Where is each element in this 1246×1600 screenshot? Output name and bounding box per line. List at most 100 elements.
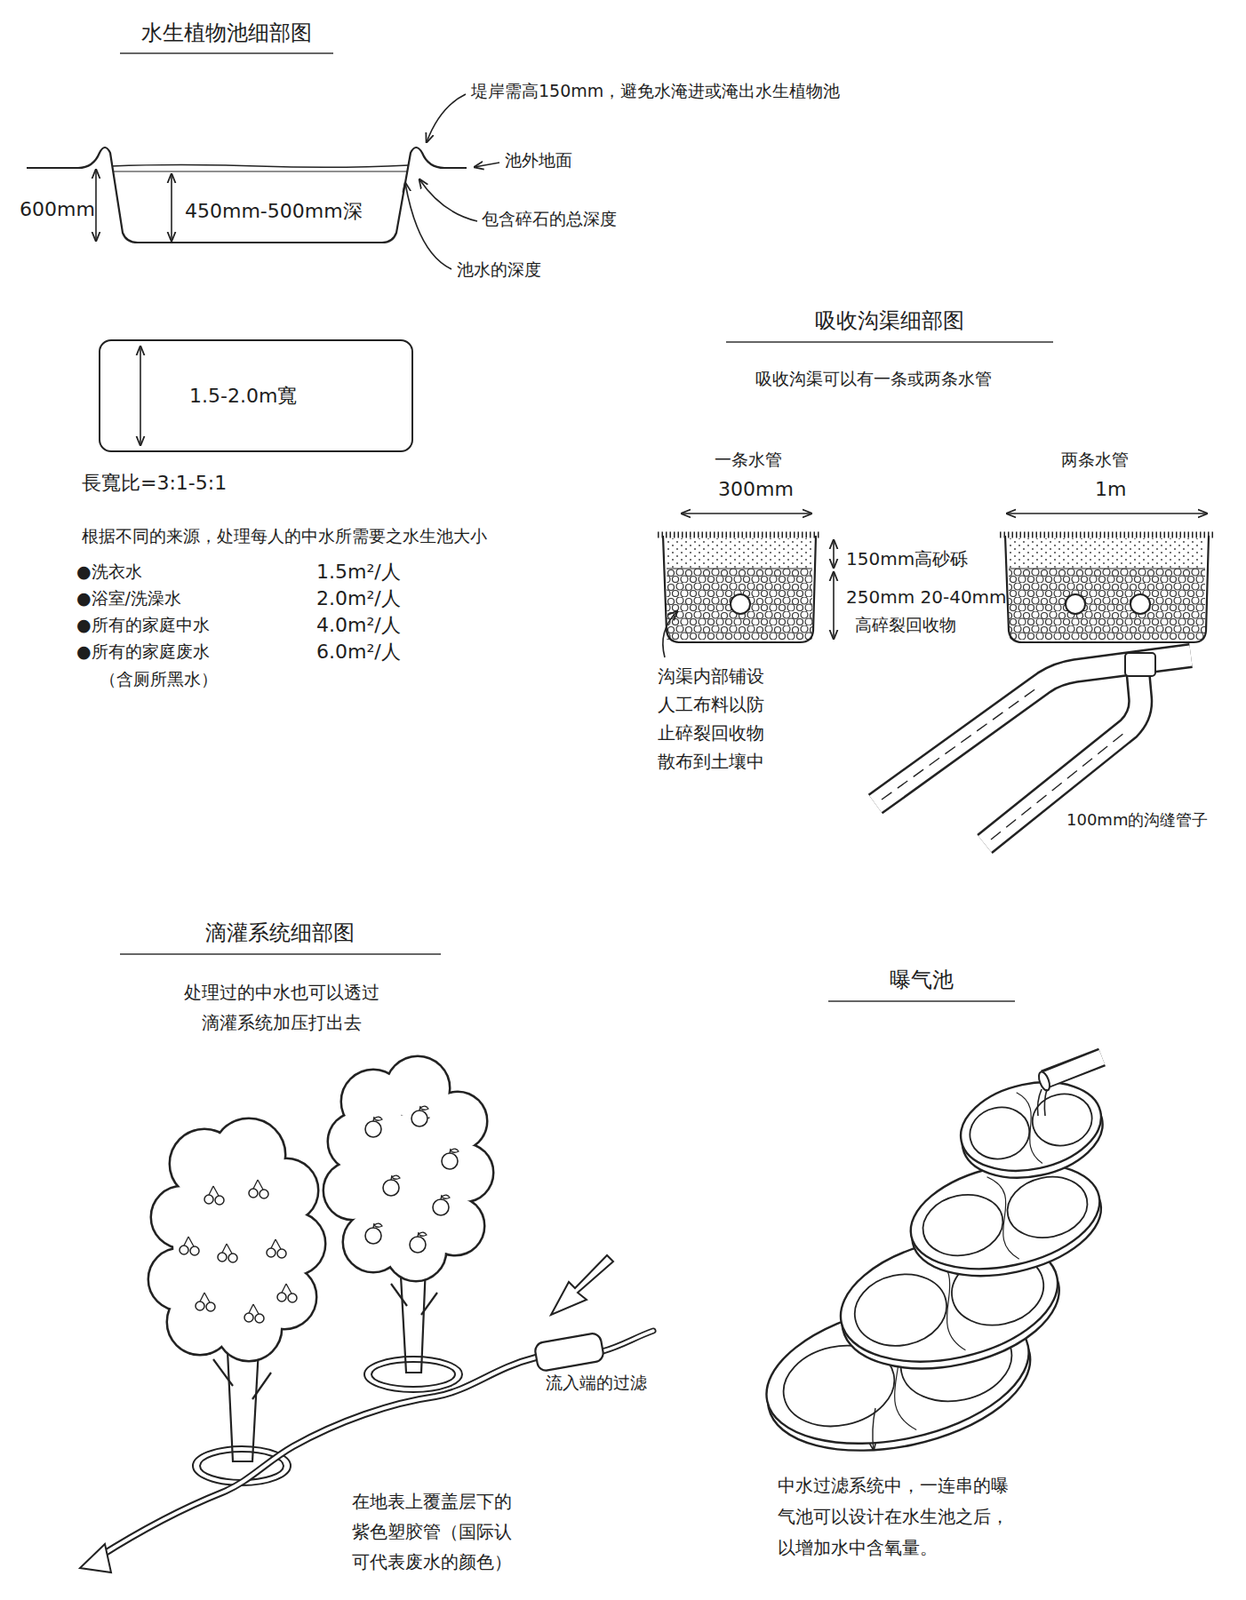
trench-section xyxy=(1008,568,1206,640)
drip-tube xyxy=(79,1544,112,1574)
table-heading: 根据不同的来源，处理每人的中水所需要之水生池大小 xyxy=(81,526,488,548)
fruit xyxy=(248,1189,258,1199)
table-cell: 2.0m²/人 xyxy=(316,586,401,612)
section-heading: 水生植物池细部图 xyxy=(141,19,312,47)
note-text: 处理过的中水也可以透过 滴灌系统加压打出去 xyxy=(181,977,383,1039)
tree-ring xyxy=(364,1357,463,1393)
fruit xyxy=(373,1117,383,1122)
dimension-arrow xyxy=(681,513,1207,639)
aeration-pond xyxy=(987,1174,1020,1262)
fruit xyxy=(277,1293,287,1302)
dimension-arrow xyxy=(139,346,142,446)
aeration-pond xyxy=(1001,1170,1094,1246)
aeration-pond xyxy=(952,1070,1110,1183)
pond-section xyxy=(111,165,409,168)
trench-section xyxy=(666,538,813,569)
fruit xyxy=(411,1110,428,1127)
fruit xyxy=(259,1190,269,1199)
dimension-arrow xyxy=(1006,512,1207,515)
box-text: 1.5-2.0m寬 xyxy=(189,383,297,410)
table-cell: （含厕所黑水） xyxy=(99,669,218,691)
inlet-pipe xyxy=(1044,1057,1103,1080)
dimension-arrow xyxy=(170,174,173,241)
dimension-arrow xyxy=(139,346,142,446)
table-cell: ●浴室/洗澡水 xyxy=(76,588,182,610)
fruit xyxy=(441,1153,458,1170)
leader-line xyxy=(426,94,466,143)
fruit xyxy=(266,1248,276,1258)
trench-section xyxy=(1005,535,1209,643)
trench-section xyxy=(999,532,1215,539)
dimension-arrow xyxy=(832,572,835,639)
dimension-arrow xyxy=(95,169,172,241)
leader-line xyxy=(662,611,678,658)
table-cell: 1.5m²/人 xyxy=(316,559,401,585)
fruit xyxy=(215,1196,224,1206)
tree-canopy xyxy=(351,1115,467,1231)
fruit xyxy=(373,1223,383,1229)
part-label: 包含碎石的总深度 xyxy=(481,208,617,231)
trench-section xyxy=(1008,538,1206,569)
heading-underline xyxy=(828,1000,1015,1003)
slotted-pipe xyxy=(1125,653,1156,677)
tree-canopy xyxy=(149,1057,493,1361)
inlet-pipe xyxy=(1038,1089,1043,1117)
trench-section xyxy=(730,594,751,615)
fruit xyxy=(179,1106,459,1324)
dimension-label: 150mm高砂砾 xyxy=(846,548,968,571)
trench-section xyxy=(666,567,813,569)
fruit xyxy=(277,1249,287,1259)
fruit xyxy=(409,1237,426,1254)
aeration-pond xyxy=(872,1408,876,1451)
leader-line xyxy=(419,179,478,222)
fruit xyxy=(281,1284,292,1294)
fruit xyxy=(195,1301,205,1311)
caption-text: 中水过滤系统中，一连串的曝 气池可以设计在水生池之后， 以增加水中含氧量。 xyxy=(777,1470,1016,1565)
heading-underline xyxy=(119,953,441,956)
leader-line xyxy=(662,611,678,658)
fruit xyxy=(255,1314,264,1324)
fruit xyxy=(365,1121,382,1138)
fruit xyxy=(383,1180,400,1197)
fruit xyxy=(204,1195,214,1205)
tree-ring xyxy=(199,1452,284,1481)
fruit xyxy=(287,1293,297,1303)
dimension-arrow xyxy=(95,169,97,241)
fruit xyxy=(217,1253,227,1262)
section-heading: 曝气池 xyxy=(889,966,954,994)
trench-section xyxy=(1065,594,1086,615)
inlet-pipe xyxy=(1037,1057,1103,1117)
fruit xyxy=(365,1228,382,1245)
part-label: 流入端的过滤 xyxy=(545,1373,647,1395)
drip-tube xyxy=(602,1331,654,1352)
note-text: 在地表上覆盖层下的 紫色塑胶管（国际认 可代表废水的颜色） xyxy=(351,1486,520,1578)
fruit xyxy=(449,1149,459,1154)
section-heading: 吸收沟渠细部图 xyxy=(814,307,965,335)
fruit xyxy=(208,1186,219,1197)
tree-canopy xyxy=(351,1115,467,1231)
tree-canopy xyxy=(173,1182,298,1307)
fruit xyxy=(391,1175,400,1181)
inlet-pipe xyxy=(1037,1070,1053,1093)
table-cell: ●所有的家庭中水 xyxy=(76,615,210,637)
pond-section xyxy=(26,147,467,243)
trench-section xyxy=(662,535,816,643)
plan-box: 1.5-2.0m寬 xyxy=(98,339,414,453)
tree-canopy xyxy=(149,1057,493,1361)
fruit xyxy=(244,1313,254,1323)
aeration-pond xyxy=(965,1102,1035,1165)
fruit xyxy=(222,1244,232,1254)
leader-line xyxy=(474,162,500,168)
ratio-label: 長寬比=3:1-5:1 xyxy=(81,471,227,496)
dimension-arrow xyxy=(832,540,835,568)
fruit xyxy=(190,1246,200,1256)
aeration-pond xyxy=(952,1070,1111,1191)
fruit xyxy=(179,1246,189,1255)
part-label: 两条水管 xyxy=(1061,449,1129,472)
aeration-pond xyxy=(753,1070,1111,1473)
table-cell: 6.0m²/人 xyxy=(316,639,401,665)
tree-trunk xyxy=(213,1359,272,1400)
part-label: 池水的深度 xyxy=(456,259,542,281)
fruit xyxy=(199,1293,210,1303)
